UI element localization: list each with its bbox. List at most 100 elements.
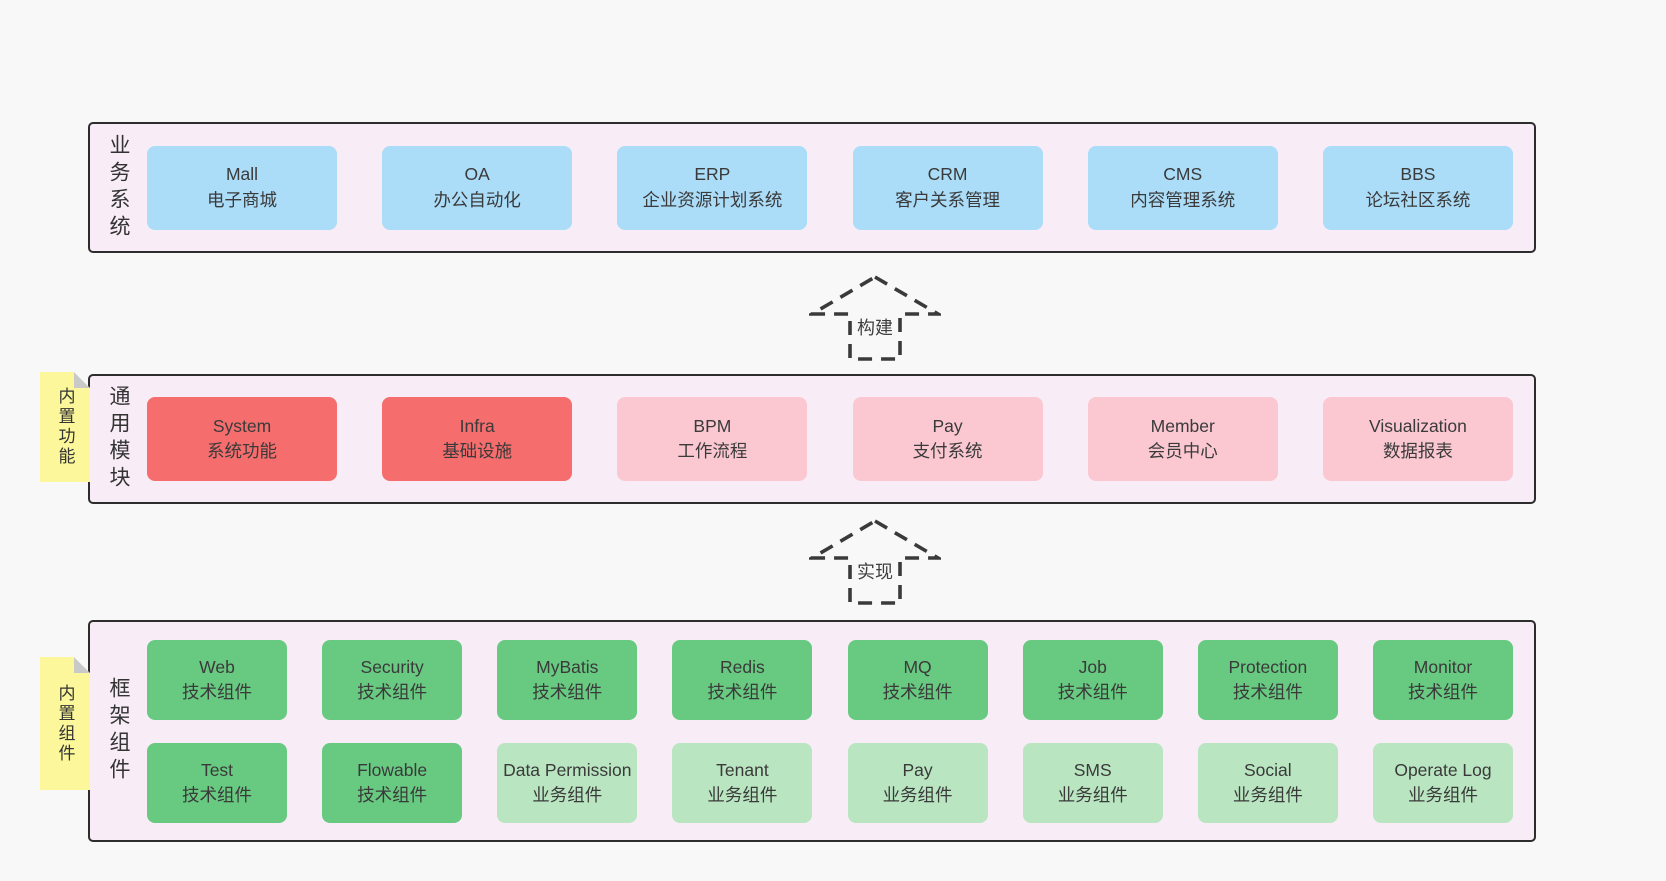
box-subtitle: 会员中心: [1147, 441, 1218, 461]
box-bpm: BPM 工作流程: [617, 397, 808, 481]
box-subtitle: 业务组件: [1057, 785, 1128, 805]
business-boxes-row: Mall 电子商城 OA 办公自动化 ERP 企业资源计划系统 CRM 客户关系…: [147, 145, 1513, 230]
band-common-modules: 内置功能 通用模块 System 系统功能 Infra 基础设施 BPM 工作流…: [88, 374, 1536, 504]
box-test: Test 技术组件: [147, 743, 287, 823]
box-subtitle: 技术组件: [882, 682, 953, 702]
box-member: Member 会员中心: [1087, 397, 1278, 481]
box-subtitle: 电子商城: [207, 189, 277, 210]
box-flowable: Flowable 技术组件: [322, 743, 463, 823]
box-mall: Mall 电子商城: [147, 145, 337, 230]
box-operate-log: Operate Log 业务组件: [1372, 743, 1513, 823]
box-title: MQ: [903, 656, 932, 677]
box-crm: CRM 客户关系管理: [852, 145, 1043, 230]
box-infra: Infra 基础设施: [382, 397, 573, 481]
box-title: Social: [1244, 759, 1292, 780]
box-sms: SMS 业务组件: [1022, 743, 1163, 823]
box-subtitle: 技术组件: [182, 785, 252, 805]
box-subtitle: 企业资源计划系统: [642, 189, 783, 210]
box-cms: CMS 内容管理系统: [1087, 145, 1278, 230]
box-subtitle: 业务组件: [1232, 785, 1303, 805]
box-title: Web: [199, 656, 235, 677]
box-subtitle: 技术组件: [532, 682, 603, 702]
box-title: Protection: [1228, 656, 1308, 677]
box-pay-component: Pay 业务组件: [847, 743, 988, 823]
box-subtitle: 内容管理系统: [1130, 189, 1236, 210]
box-job: Job 技术组件: [1022, 640, 1163, 720]
box-subtitle: 业务组件: [707, 785, 778, 805]
box-title: BBS: [1400, 164, 1436, 185]
box-system: System 系统功能: [147, 397, 337, 481]
box-visualization: Visualization 数据报表: [1322, 397, 1513, 481]
box-subtitle: 工作流程: [677, 441, 748, 461]
box-title: Data Permission: [503, 759, 632, 780]
box-subtitle: 业务组件: [1407, 785, 1478, 805]
box-subtitle: 数据报表: [1382, 441, 1453, 461]
box-title: Tenant: [716, 759, 769, 780]
box-title: Monitor: [1413, 656, 1473, 677]
dashed-up-arrow-icon: [809, 274, 941, 361]
box-protection: Protection 技术组件: [1197, 640, 1338, 720]
box-tenant: Tenant 业务组件: [672, 743, 813, 823]
box-title: CRM: [927, 164, 968, 185]
dashed-up-arrow-icon: [809, 518, 941, 605]
box-oa: OA 办公自动化: [382, 145, 573, 230]
box-title: OA: [464, 164, 490, 185]
band-business-label: 业务系统: [107, 133, 130, 242]
box-subtitle: 技术组件: [182, 682, 252, 702]
box-title: Visualization: [1368, 415, 1467, 436]
box-title: Job: [1078, 656, 1107, 677]
implement-arrow-label: 实现: [857, 562, 893, 582]
build-arrow: 构建: [809, 274, 941, 362]
box-title: BPM: [693, 415, 732, 436]
note-fold-icon: [74, 657, 90, 673]
band-framework-components: 内置组件 框架组件 Web 技术组件 Security 技术组件 MyBatis…: [88, 620, 1536, 842]
box-mybatis: MyBatis 技术组件: [497, 640, 638, 720]
box-title: SMS: [1073, 759, 1112, 780]
box-data-permission: Data Permission 业务组件: [497, 743, 638, 823]
box-subtitle: 技术组件: [1057, 682, 1128, 702]
box-subtitle: 办公自动化: [433, 189, 521, 210]
box-erp: ERP 企业资源计划系统: [617, 145, 808, 230]
builtin-components-note: 内置组件: [40, 657, 90, 790]
box-subtitle: 业务组件: [882, 785, 953, 805]
box-title: System: [212, 415, 272, 436]
box-title: Test: [200, 759, 234, 780]
box-subtitle: 系统功能: [207, 441, 277, 461]
box-subtitle: 客户关系管理: [895, 189, 1001, 210]
box-subtitle: 支付系统: [912, 441, 983, 461]
implement-arrow: 实现: [809, 518, 941, 606]
box-security: Security 技术组件: [322, 640, 463, 720]
box-title: Infra: [459, 415, 495, 436]
box-subtitle: 技术组件: [357, 682, 428, 702]
box-pay-module: Pay 支付系统: [852, 397, 1043, 481]
band-modules-label: 通用模块: [107, 385, 130, 493]
box-title: Pay: [902, 759, 933, 780]
box-bbs: BBS 论坛社区系统: [1322, 145, 1513, 230]
box-monitor: Monitor 技术组件: [1372, 640, 1513, 720]
band-components-label: 框架组件: [107, 677, 130, 785]
box-title: Redis: [720, 656, 765, 677]
box-title: CMS: [1163, 164, 1203, 185]
modules-boxes-row: System 系统功能 Infra 基础设施 BPM 工作流程 Pay 支付系统…: [147, 397, 1513, 481]
box-redis: Redis 技术组件: [672, 640, 813, 720]
box-subtitle: 论坛社区系统: [1365, 189, 1471, 210]
box-subtitle: 技术组件: [357, 785, 428, 805]
note-fold-icon: [74, 372, 90, 388]
box-web: Web 技术组件: [147, 640, 287, 720]
band-business-systems: 业务系统 Mall 电子商城 OA 办公自动化 ERP 企业资源计划系统 CRM…: [88, 122, 1536, 253]
builtin-features-note: 内置功能: [40, 372, 90, 482]
box-title: Pay: [932, 415, 963, 436]
box-subtitle: 技术组件: [1407, 682, 1478, 702]
box-title: ERP: [694, 164, 731, 185]
box-social: Social 业务组件: [1197, 743, 1338, 823]
build-arrow-label: 构建: [857, 318, 893, 338]
box-subtitle: 基础设施: [442, 441, 513, 461]
box-title: Operate Log: [1394, 759, 1492, 780]
box-title: MyBatis: [536, 656, 599, 677]
note-text: 内置组件: [55, 683, 75, 764]
box-subtitle: 技术组件: [1232, 682, 1303, 702]
components-boxes-grid: Web 技术组件 Security 技术组件 MyBatis 技术组件 Redi…: [147, 640, 1513, 823]
box-subtitle: 技术组件: [707, 682, 778, 702]
box-title: Security: [360, 656, 424, 677]
